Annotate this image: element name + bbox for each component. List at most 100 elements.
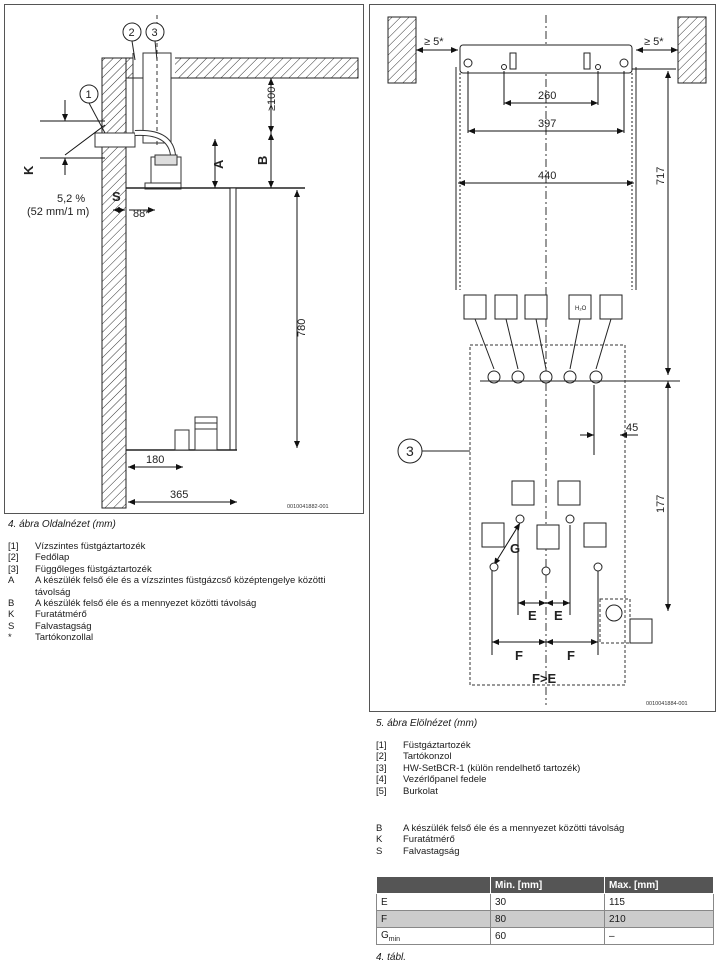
legend-text: Tartókonzollal — [35, 632, 94, 644]
table-row: Gmin 60 – — [376, 927, 714, 945]
doc-id-fig5: 0010041884-001 — [646, 701, 688, 707]
legend-item: [5] Burkolat — [376, 786, 714, 797]
dim-F1: F — [515, 648, 523, 663]
legend-key: K — [8, 609, 15, 621]
legend-item: [2] Tartókonzol — [376, 751, 714, 762]
dim-440: 440 — [538, 170, 556, 182]
callout-1: 1 — [86, 89, 92, 101]
legend-text: Füstgáztartozék — [403, 740, 471, 751]
legend-key: K — [376, 834, 383, 846]
legend-text: Függőleges füstgáztartozék — [35, 563, 152, 575]
legend-item: B A készülék felső éle és a mennyezet köz… — [8, 598, 358, 609]
fig4-legend: [1] Vízszintes füstgáztartozék [2] Fedőlap[… — [8, 541, 358, 644]
doc-id-fig4: 0010041882-001 — [287, 504, 329, 510]
legend-item: B A készülék felső éle és a mennyezet köz… — [376, 823, 714, 834]
legend-key: S — [8, 620, 15, 632]
legend-text: Vezérlőpanel fedele — [403, 774, 487, 786]
hw-set-outline — [469, 344, 626, 686]
legend-text: A készülék felső éle és a mennyezet közö… — [403, 823, 625, 834]
row-label: F — [376, 910, 491, 928]
legend-key: * — [8, 632, 12, 644]
legend-key: B — [8, 598, 15, 610]
dim-45: 45 — [626, 422, 638, 434]
legend-key: [1] — [376, 740, 387, 751]
table-header-max: Max. [mm] — [604, 876, 714, 894]
dimension-table: Min. [mm] Max. [mm] E 30 115 F 80 210 Gm… — [376, 876, 714, 945]
row-label: E — [376, 893, 491, 911]
legend-item: [4] Vezérlőpanel fedele — [376, 774, 714, 785]
fig5-legend: [1] Füstgáztartozék [2] Tartókonzol[3]HW-Se… — [376, 740, 714, 797]
wall — [101, 57, 127, 509]
legend-item: [2] Fedőlap — [8, 552, 358, 563]
row-min: 30 — [490, 893, 605, 911]
row-max: 210 — [604, 910, 714, 928]
legend-text: Falvastagság — [35, 620, 92, 632]
table-row: F 80 210 — [376, 910, 714, 928]
legend-key: [5] — [376, 785, 387, 797]
legend-item: [3]Függőleges füstgáztartozék — [8, 564, 358, 575]
dim-177: 177 — [655, 495, 667, 513]
table-row: E 30 115 — [376, 893, 714, 911]
dim-B: B — [255, 156, 270, 165]
row-label: Gmin — [376, 927, 491, 945]
dim-397: 397 — [538, 118, 556, 130]
legend-key: A — [8, 575, 15, 587]
connection-icons — [463, 294, 623, 370]
callout-3-label: 3 — [406, 443, 414, 459]
accessory-icons — [481, 480, 653, 644]
legend-key: [1] — [8, 541, 19, 552]
fig5-legend-abbrev: B A készülék felső éle és a mennyezet köz… — [376, 823, 714, 857]
row-min: 60 — [490, 927, 605, 945]
dim-260: 260 — [538, 90, 556, 102]
legend-text: Tartókonzol — [403, 751, 452, 763]
front-view-drawing: ≥ 5* ≥ 5* 260 397 440 717 45 177 E E F F… — [387, 15, 707, 707]
side-view-drawing: 1 2 3 ≥100 B A 780 180 365 88* S K 5,2 %… — [21, 15, 359, 510]
dim-365: 365 — [170, 489, 188, 501]
dim-717: 717 — [655, 167, 667, 185]
dim-G: G — [510, 541, 520, 556]
legend-item: K Furatátmérő — [8, 609, 358, 620]
legend-item: [1] Füstgáztartozék — [376, 740, 714, 751]
legend-text: Vízszintes füstgáztartozék — [35, 541, 146, 552]
dim-780: 780 — [296, 319, 308, 337]
slope-ratio: (52 mm/1 m) — [27, 206, 89, 218]
horizontal-flue — [94, 132, 136, 148]
legend-text: Furatátmérő — [403, 834, 455, 846]
right-wall — [677, 16, 707, 84]
row-max: 115 — [604, 893, 714, 911]
dim-180: 180 — [146, 454, 164, 466]
legend-text: HW-SetBCR-1 (külön rendelhető tartozék) — [403, 762, 581, 774]
dim-right-5: ≥ 5* — [644, 36, 664, 48]
legend-key: [4] — [376, 774, 387, 786]
legend-item: S Falvastagság — [8, 621, 358, 632]
left-wall — [387, 16, 417, 84]
dim-F2: F — [567, 648, 575, 663]
dim-88: 88* — [133, 208, 150, 220]
dim-E1: E — [528, 608, 537, 623]
legend-text: A készülék felső éle és a mennyezet közö… — [35, 598, 257, 610]
legend-text: Furatátmérő — [35, 609, 87, 621]
legend-key: [2] — [8, 552, 19, 564]
legend-text: Burkolat — [403, 785, 438, 797]
table-caption: 4. tábl. — [376, 952, 407, 963]
legend-key: S — [376, 845, 383, 857]
legend-item: [3]HW-SetBCR-1 (külön rendelhető tartozé… — [376, 763, 714, 774]
legend-key: B — [376, 823, 383, 834]
table-header-blank — [376, 876, 491, 894]
dim-left-5: ≥ 5* — [424, 36, 444, 48]
callout-2: 2 — [129, 27, 135, 39]
pipe-connectors — [487, 370, 603, 384]
callout-3: 3 — [152, 27, 158, 39]
label-f-gt-e: F>E — [532, 671, 557, 686]
slope-percent: 5,2 % — [57, 193, 85, 205]
legend-key: [2] — [376, 751, 387, 763]
dim-E2: E — [554, 608, 563, 623]
legend-item: S Falvastagság — [376, 846, 714, 857]
row-max: – — [604, 927, 714, 945]
mounting-bracket — [459, 44, 633, 74]
dim-S: S — [112, 189, 121, 204]
dim-ge100: ≥100 — [266, 87, 278, 111]
legend-text: Fedőlap — [35, 552, 70, 564]
legend-text: Falvastagság — [403, 845, 460, 857]
